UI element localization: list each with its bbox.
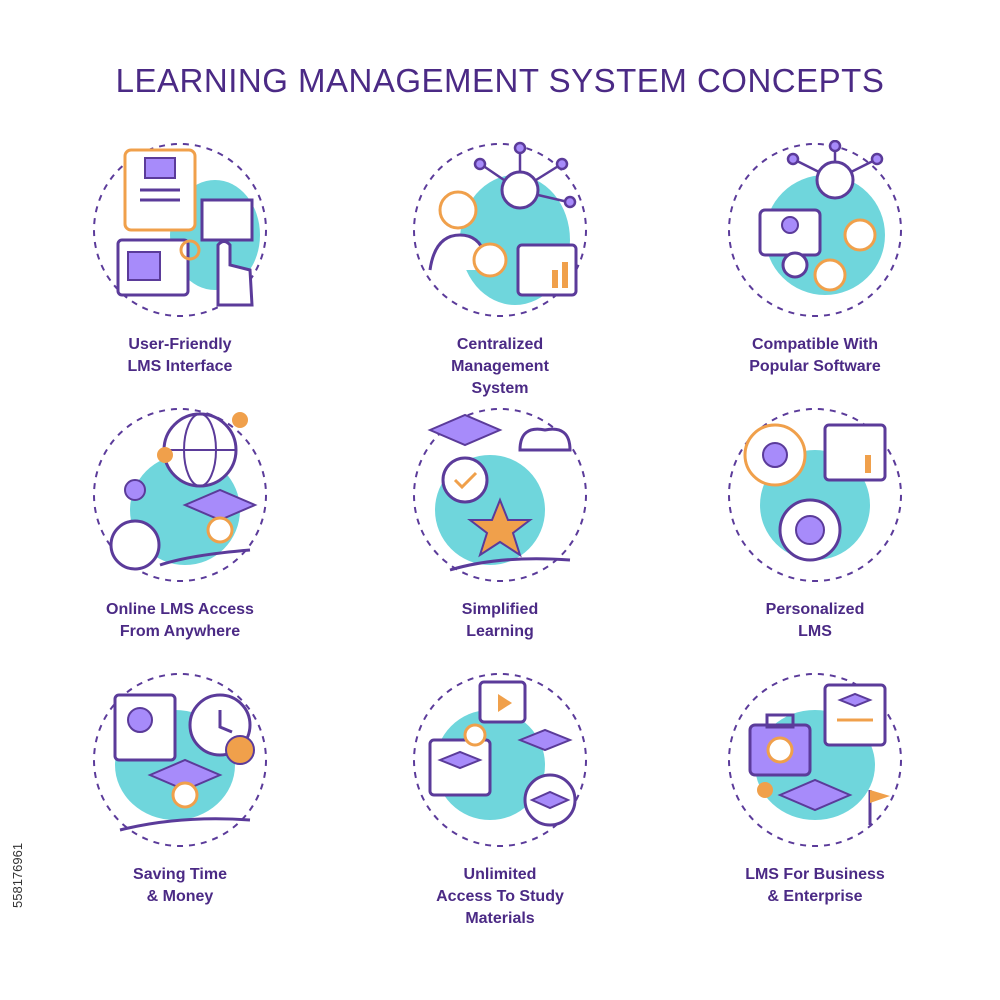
- page-title: LEARNING MANAGEMENT SYSTEM CONCEPTS: [115, 62, 885, 99]
- personalized-lms-icon: [728, 408, 902, 582]
- stock-id: 558176961: [10, 842, 25, 908]
- centralized-network-icon: [413, 141, 587, 317]
- saving-time-money-icon: [93, 673, 267, 847]
- compatible-software-icon: [728, 140, 902, 317]
- caption-saving-time-money: Saving Time& Money: [133, 866, 227, 905]
- study-materials-icon: [413, 673, 587, 847]
- online-access-globe-icon: [93, 408, 267, 582]
- business-enterprise-icon: [728, 673, 902, 847]
- concept-saving-time-money: Saving Time& Money: [60, 670, 300, 908]
- simplified-learning-icon: [413, 408, 587, 582]
- concept-business-enterprise: LMS For Business& Enterprise: [695, 670, 935, 908]
- caption-business-enterprise: LMS For Business& Enterprise: [745, 866, 885, 905]
- user-interface-icon: [93, 143, 267, 317]
